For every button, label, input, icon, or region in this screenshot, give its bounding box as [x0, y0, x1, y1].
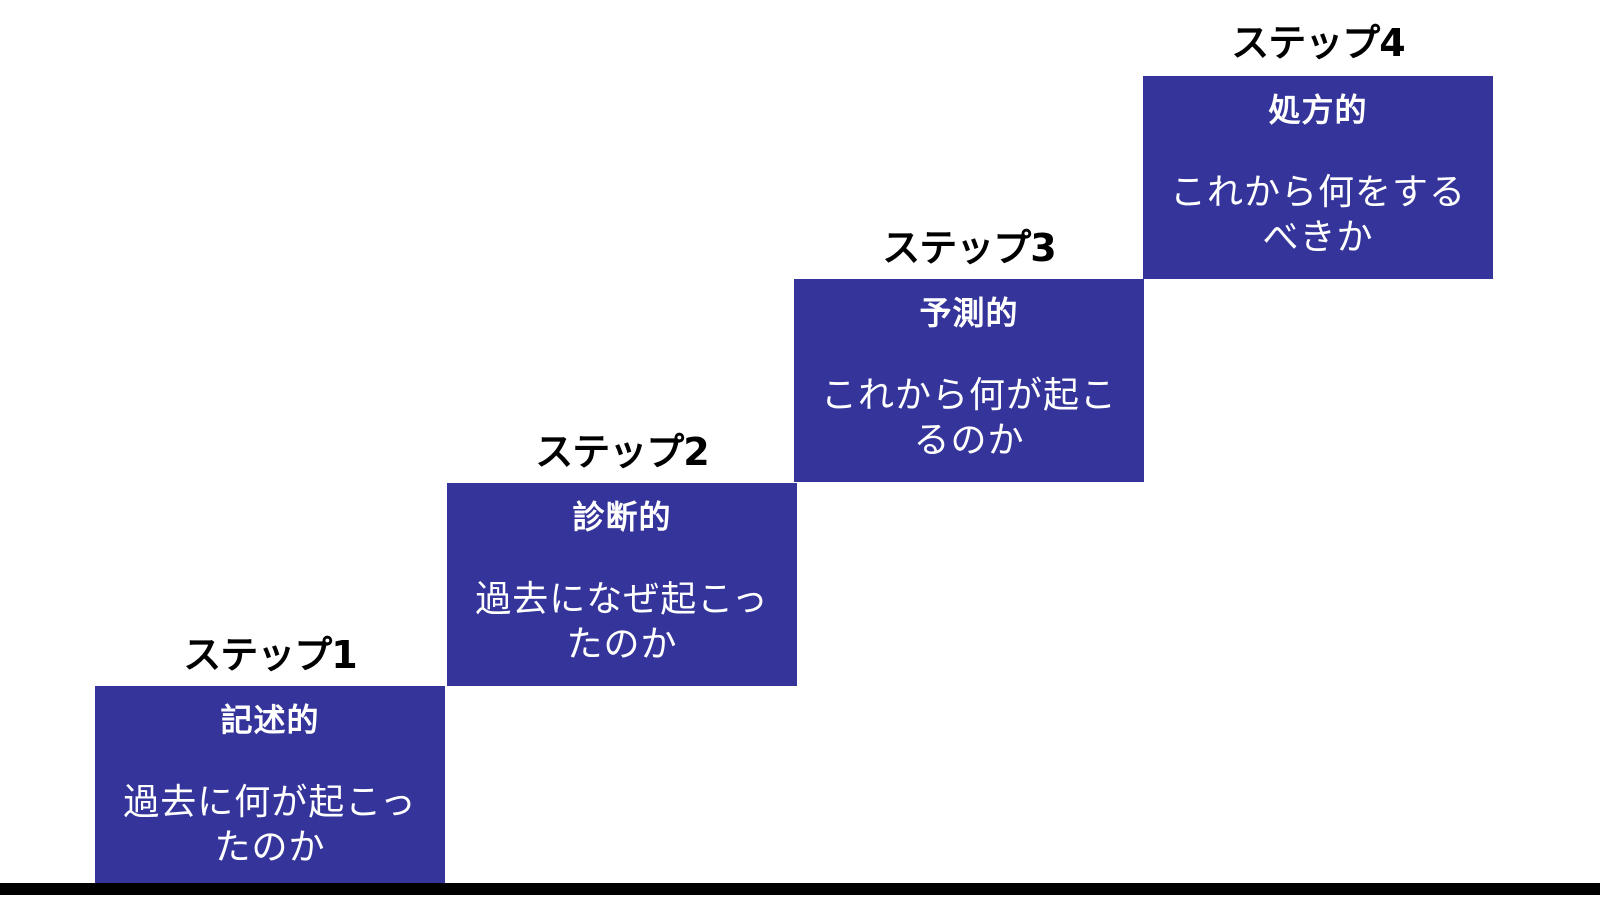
- step-4-title: 処方的: [1268, 91, 1368, 129]
- step-1-title: 記述的: [220, 701, 320, 739]
- step-3-title: 予測的: [919, 294, 1019, 332]
- step-1-heading: ステップ1: [183, 633, 357, 677]
- step-1-description: 過去に何が起こったのか: [123, 782, 417, 868]
- step-2-heading: ステップ2: [535, 430, 709, 474]
- step-3-description: これから何が起こるのか: [820, 375, 1117, 461]
- step-1-box: 記述的 過去に何が起こったのか: [95, 686, 445, 889]
- baseline-bar: [0, 883, 1600, 895]
- step-4-heading: ステップ4: [1231, 21, 1405, 65]
- step-3-box: 予測的 これから何が起こるのか: [794, 279, 1144, 482]
- step-2-title: 診断的: [572, 498, 672, 536]
- step-4-box: 処方的 これから何をするべきか: [1143, 76, 1493, 279]
- step-2-box: 診断的 過去になぜ起こったのか: [447, 483, 797, 686]
- step-3-heading: ステップ3: [882, 226, 1056, 270]
- step-4-description: これから何をするべきか: [1169, 172, 1466, 258]
- step-2-description: 過去になぜ起こったのか: [475, 579, 769, 665]
